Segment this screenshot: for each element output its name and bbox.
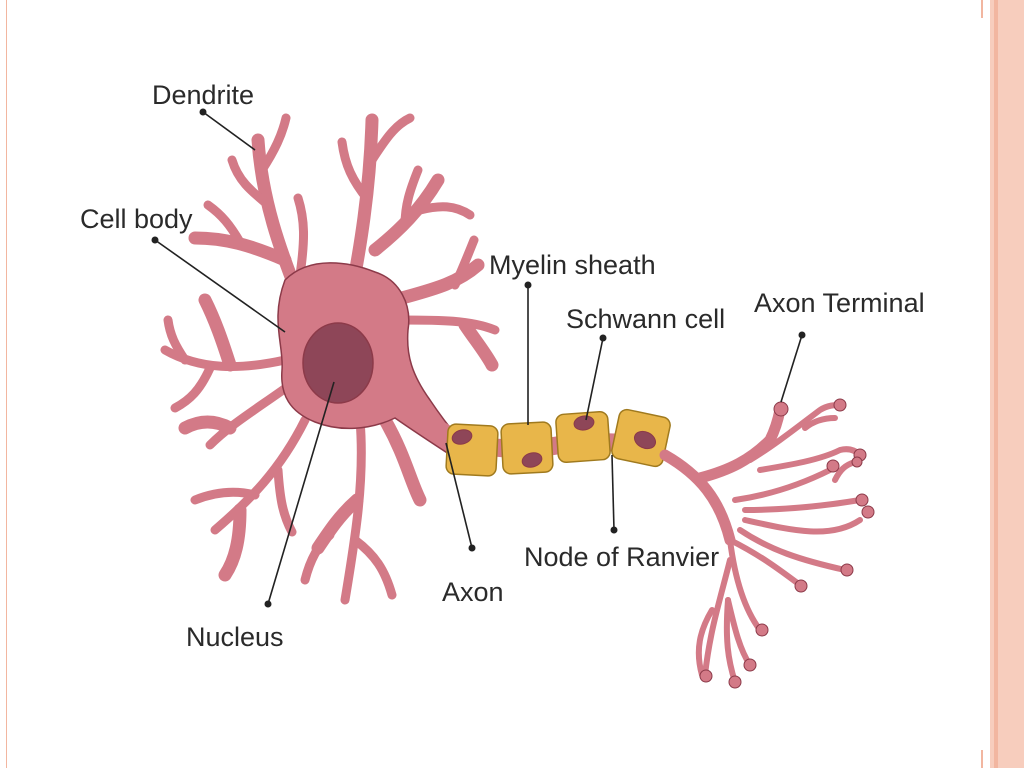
schwann-nucleus	[521, 452, 543, 468]
dendrite-branch	[198, 293, 237, 372]
leader-dot	[610, 526, 618, 534]
leader-dot	[599, 334, 607, 342]
dendrite-branch	[205, 380, 295, 450]
dendrites	[160, 113, 500, 605]
leader-dot	[264, 600, 272, 608]
dendrite-branch	[190, 487, 260, 505]
frame-right-tick-bottom	[981, 750, 983, 768]
frame-left-border	[6, 0, 7, 768]
terminal-bulb	[794, 579, 808, 593]
terminal-branch	[727, 537, 803, 588]
leader-line-schwann	[585, 337, 604, 421]
terminal-branch	[757, 446, 863, 473]
dendrite-branch	[300, 530, 335, 585]
terminal-branch	[727, 537, 763, 633]
label-nucleus: Nucleus	[186, 622, 284, 652]
terminal-branch	[659, 449, 736, 546]
terminal-branch	[737, 527, 848, 573]
dendrite-branch	[227, 155, 273, 210]
terminal-bulb	[855, 493, 869, 507]
terminal-branch	[694, 404, 786, 484]
dendrite-branch	[415, 202, 475, 220]
leader-line-node	[611, 454, 615, 531]
label-axon: Axon	[442, 577, 504, 607]
schwann-cell	[555, 411, 611, 463]
terminal-bulb	[773, 401, 789, 417]
dendrite-branch	[163, 315, 190, 365]
dendrite-branch	[378, 413, 427, 507]
dendrite-branch	[388, 258, 485, 307]
schwann-cell	[445, 423, 499, 477]
label-dendrite: Dendrite	[152, 80, 254, 110]
terminal-branch	[742, 517, 863, 535]
dendrite-branch	[367, 113, 415, 165]
leader-line-axon	[445, 442, 473, 549]
myelin-sheath	[445, 408, 671, 477]
dendrite-branch	[458, 318, 499, 372]
terminal-bulb	[840, 563, 854, 577]
terminal-branch	[723, 597, 738, 685]
label-node-of-ranvier: Node of Ranvier	[524, 542, 719, 572]
dendrite-branch	[293, 193, 309, 280]
label-axon-terminal: Axon Terminal	[754, 288, 925, 318]
leader-line-nucleus	[267, 381, 335, 605]
terminal-branch	[702, 557, 733, 678]
frame-right-stripe	[994, 0, 998, 768]
dendrite-branch	[350, 535, 397, 600]
terminal-bulb	[743, 658, 757, 672]
leader-line-dendrite	[202, 111, 256, 151]
dendrite-branch	[340, 415, 366, 605]
terminal-bulb	[861, 505, 875, 519]
leader-line-cell-body	[154, 239, 286, 333]
dendrite-branch	[210, 415, 310, 535]
schwann-nucleus	[633, 430, 657, 450]
leader-line-axon-terminal	[780, 334, 803, 403]
label-schwann-cell: Schwann cell	[566, 304, 725, 334]
terminal-branch	[742, 497, 863, 513]
dendrite-branch	[337, 137, 373, 205]
dendrite-branch	[450, 235, 479, 290]
terminal-branch	[695, 607, 715, 678]
leader-dots	[151, 108, 806, 608]
label-myelin-sheath: Myelin sheath	[489, 250, 656, 280]
nucleus	[302, 322, 374, 404]
terminal-branch	[747, 402, 843, 463]
dendrite-branch	[218, 503, 247, 582]
leader-dot	[199, 108, 207, 116]
axon-terminal	[659, 398, 875, 689]
terminal-bulb	[699, 669, 713, 683]
label-cell-body: Cell body	[80, 204, 193, 234]
dendrite-branch	[178, 415, 237, 435]
terminal-bulb	[833, 398, 847, 412]
terminal-bulb	[851, 456, 863, 468]
terminal-bulb	[728, 675, 742, 689]
terminal-branch	[802, 415, 838, 431]
dendrite-branch	[160, 345, 290, 372]
leader-lines	[154, 111, 803, 605]
dendrite-branch	[203, 200, 245, 247]
leader-dot	[798, 331, 806, 339]
dendrite-branch	[400, 165, 423, 230]
dendrite-branch	[257, 113, 291, 175]
terminal-bulb	[826, 459, 840, 473]
leader-dot	[468, 544, 476, 552]
dendrite-branch	[273, 465, 297, 537]
frame-right-tick-top	[981, 0, 983, 18]
dendrite-branch	[170, 363, 215, 413]
terminal-bulb	[755, 623, 769, 637]
leader-dot	[151, 236, 159, 244]
leader-dot	[524, 281, 532, 289]
terminal-branch	[732, 467, 833, 503]
schwann-nucleus	[573, 415, 595, 431]
neuron	[160, 113, 668, 605]
schwann-nucleus	[451, 429, 473, 445]
dendrite-branch	[395, 315, 500, 335]
